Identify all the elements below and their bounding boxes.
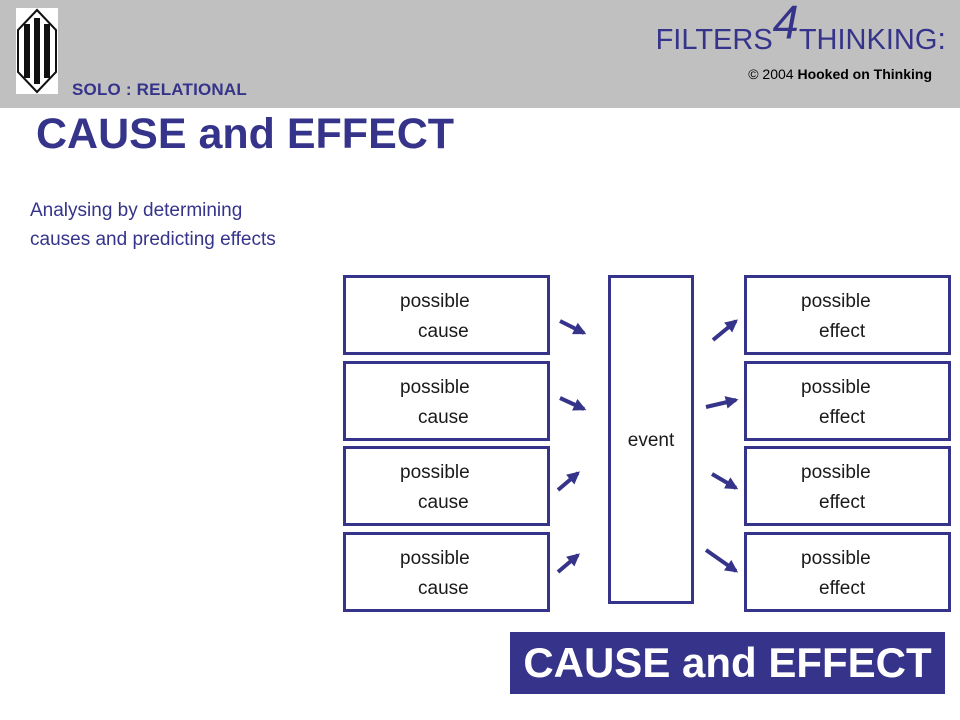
description: Analysing by determining causes and pred…	[30, 196, 370, 254]
effect-box: possible effect	[744, 275, 951, 355]
cause-label-line-1: possible	[400, 291, 470, 312]
effect-label-line-2: effect	[819, 407, 866, 428]
cause-box: possible cause	[343, 361, 550, 441]
copyright-holder: Hooked on Thinking	[797, 66, 932, 82]
cause-label-line-2: cause	[418, 578, 469, 599]
effect-arrow	[710, 472, 739, 490]
effect-box: possible effect	[744, 361, 951, 441]
effect-label-line-2: effect	[819, 321, 866, 342]
effect-box: possible effect	[744, 532, 951, 612]
brand-colon: :	[937, 21, 946, 56]
effect-label-line-2: effect	[819, 578, 866, 599]
cause-arrow	[559, 319, 587, 335]
effect-arrow	[711, 319, 738, 342]
cause-label-line-1: possible	[400, 548, 470, 569]
effect-box: possible effect	[744, 446, 951, 526]
cause-label-line-1: possible	[400, 377, 470, 398]
solo-level-label: SOLO : RELATIONAL	[72, 80, 247, 99]
cause-box: possible cause	[343, 446, 550, 526]
cause-label-line-2: cause	[418, 407, 469, 428]
page-title: CAUSE and EFFECT	[36, 110, 455, 158]
event-box: event	[608, 275, 694, 604]
effect-label-line-2: effect	[819, 492, 866, 513]
cause-label-line-1: possible	[400, 462, 470, 483]
brand-prefix: FILTERS	[655, 24, 773, 56]
effect-label-line-1: possible	[801, 377, 871, 398]
topic-banner: CAUSE and EFFECT	[510, 632, 945, 694]
cause-label-line-2: cause	[418, 321, 469, 342]
cause-label-line-2: cause	[418, 492, 469, 513]
cause-box: possible cause	[343, 275, 550, 355]
description-line-1: Analysing by determining	[30, 200, 243, 221]
logo-icon	[16, 8, 58, 94]
cause-arrow	[556, 553, 580, 574]
effect-label-line-1: possible	[801, 462, 871, 483]
description-line-2: causes and predicting effects	[30, 229, 276, 250]
event-label: event	[627, 430, 675, 451]
brand-suffix: THINKING	[798, 24, 938, 56]
brand-title: FILTERS4THINKING:	[655, 0, 946, 71]
effect-arrow	[705, 396, 739, 409]
cause-arrow	[559, 396, 587, 411]
header-bar: SOLO : RELATIONAL FILTERS4THINKING: © 20…	[0, 0, 960, 108]
copyright-year: © 2004	[748, 66, 794, 82]
cause-arrow	[556, 471, 580, 492]
effect-label-line-1: possible	[801, 291, 871, 312]
brand-number: 4	[772, 0, 799, 49]
effect-label-line-1: possible	[801, 548, 871, 569]
effect-arrow	[704, 548, 739, 573]
copyright-notice: © 2004 Hooked on Thinking	[748, 66, 932, 82]
cause-box: possible cause	[343, 532, 550, 612]
